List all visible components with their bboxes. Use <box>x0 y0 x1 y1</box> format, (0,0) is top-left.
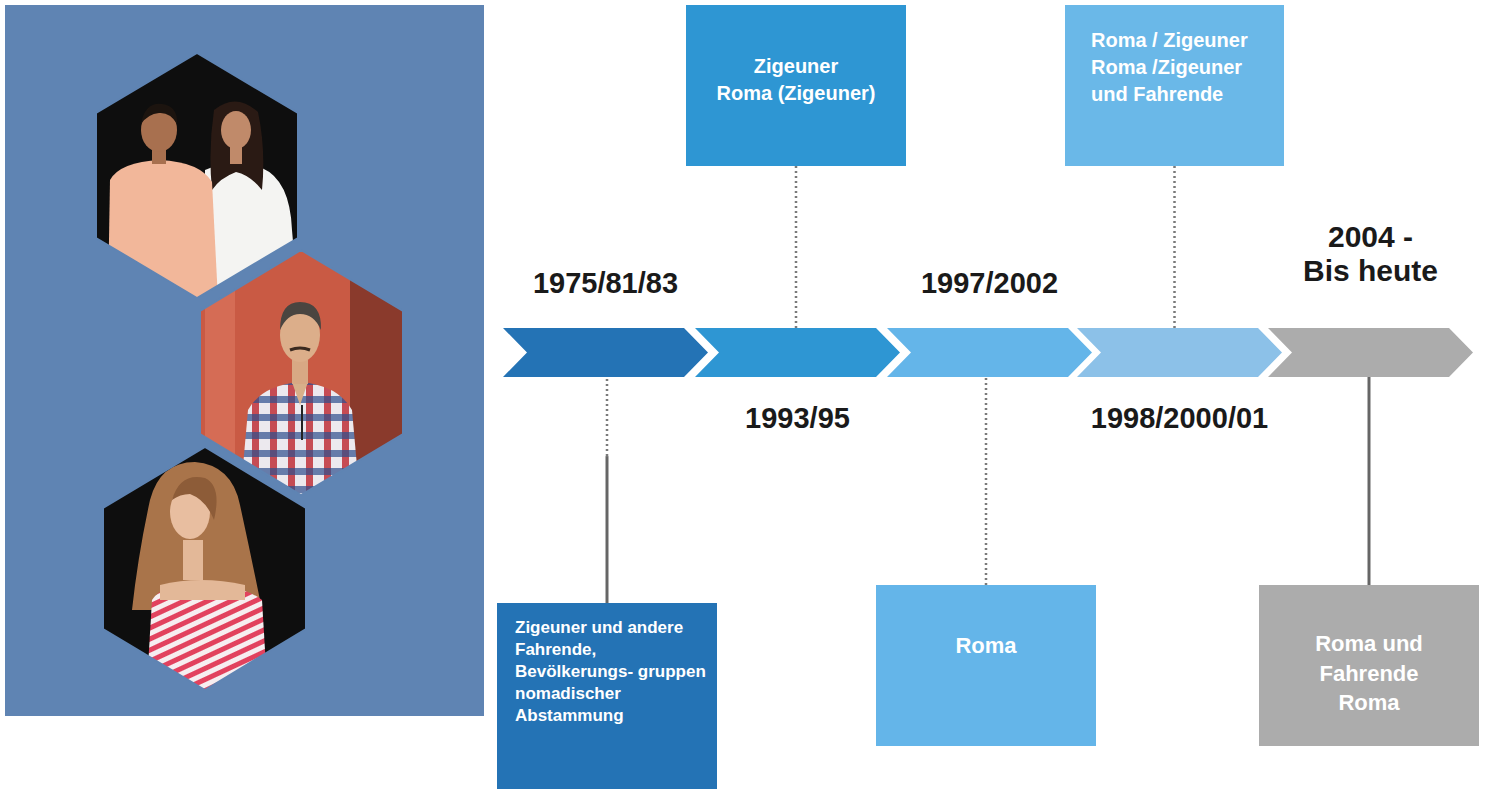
timeline-chevron: 1975/81/83 <box>503 328 708 377</box>
term-text: Zigeuner und andere Fahrende, Bevölkerun… <box>515 617 707 727</box>
connector <box>1369 377 1370 585</box>
term-box: Zigeuner und andere Fahrende, Bevölkerun… <box>497 603 717 789</box>
connector <box>1174 166 1175 328</box>
year-label: 1975/81/83 <box>483 266 728 300</box>
year-label: 1997/2002 <box>867 266 1112 300</box>
connector <box>796 166 797 328</box>
chevron-shape <box>1268 328 1473 377</box>
chevron-fill <box>1077 328 1282 377</box>
connector-line <box>1368 377 1371 585</box>
panel-background <box>5 5 484 716</box>
connector-line <box>606 456 609 603</box>
year-label: 1998/2000/01 <box>1057 401 1302 435</box>
term-box: Roma <box>876 585 1096 746</box>
timeline-chevron: 2004 - Bis heute <box>1268 328 1473 377</box>
term-text: Roma /Zigeuner und Fahrende <box>1091 54 1272 108</box>
chevron-shape <box>1077 328 1282 377</box>
hexagon-frame <box>200 250 403 495</box>
term-box: Roma / ZigeunerRoma /Zigeuner und Fahren… <box>1065 5 1284 166</box>
connector-line <box>1173 166 1176 328</box>
term-box: Roma und Fahrende Roma <box>1259 585 1479 746</box>
chevron-fill <box>887 328 1092 377</box>
connector <box>986 377 987 585</box>
timeline-chevron: 1997/2002 <box>887 328 1092 377</box>
year-label: 1993/95 <box>675 401 920 435</box>
term-text: Zigeuner <box>698 53 894 80</box>
woman-photo <box>98 442 313 700</box>
term-text: Roma / Zigeuner <box>1091 27 1272 54</box>
chevron-fill <box>503 328 708 377</box>
term-text: Roma <box>888 631 1084 661</box>
term-box: ZigeunerRoma (Zigeuner) <box>686 5 906 166</box>
connector-line <box>795 166 798 328</box>
year-label: 2004 - Bis heute <box>1302 220 1440 288</box>
chevron-shape <box>887 328 1092 377</box>
timeline-chevron: 1998/2000/01 <box>1077 328 1282 377</box>
connector-line <box>606 377 609 456</box>
hexagon-frame <box>96 53 298 298</box>
chevron-shape <box>695 328 900 377</box>
term-text: Roma und Fahrende Roma <box>1314 629 1424 718</box>
hexagon-frame <box>103 447 306 690</box>
connector <box>607 377 608 603</box>
chevron-shape <box>503 328 708 377</box>
timeline-chevron: 1993/95 <box>695 328 900 377</box>
connector-line <box>985 377 988 585</box>
term-text: Roma (Zigeuner) <box>698 80 894 107</box>
chevron-fill <box>1268 328 1473 377</box>
chevron-fill <box>695 328 900 377</box>
